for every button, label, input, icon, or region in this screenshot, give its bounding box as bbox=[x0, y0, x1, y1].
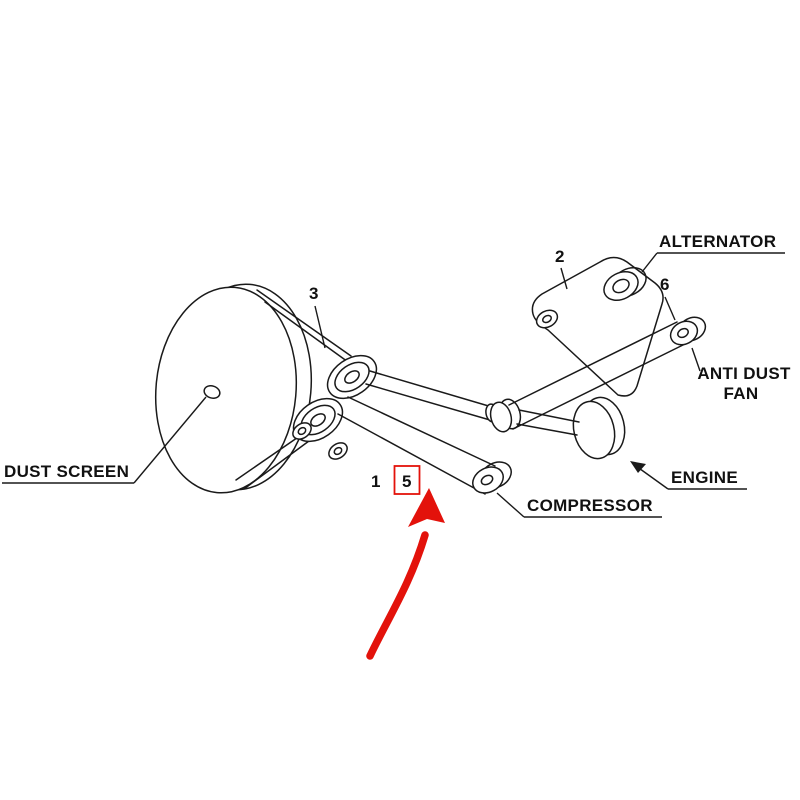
callout-5: 5 bbox=[402, 472, 411, 491]
pulley-cluster bbox=[292, 354, 378, 460]
line-art bbox=[154, 256, 707, 495]
callout-6-leader bbox=[664, 296, 676, 321]
alternator-pulley bbox=[535, 266, 647, 329]
belt-5-top bbox=[347, 396, 496, 467]
alternator-pulley-face bbox=[603, 270, 639, 302]
drive-shaft-bottom bbox=[365, 383, 491, 421]
red-arrow-head bbox=[408, 488, 445, 527]
fan-pulley-face bbox=[669, 320, 699, 346]
dust-screen-leader bbox=[133, 396, 207, 484]
fan-pulley-hub bbox=[677, 327, 689, 339]
fan-pulley bbox=[669, 316, 707, 346]
drive-shaft-top bbox=[369, 370, 493, 408]
belt-3-top-outer bbox=[256, 289, 352, 357]
belt-6 bbox=[508, 321, 686, 430]
callout-3-leader bbox=[314, 305, 326, 349]
callout-1: 1 bbox=[371, 472, 380, 491]
engine-pulley bbox=[572, 396, 626, 460]
leader-lines bbox=[2, 252, 785, 518]
label-alternator: ALTERNATOR bbox=[659, 232, 776, 251]
bracket-hole bbox=[535, 309, 559, 329]
anti-dust-fan-leader bbox=[691, 347, 701, 372]
alternator-bracket-plate bbox=[531, 256, 664, 397]
belt-5 bbox=[337, 396, 496, 495]
mount-bolt-left-hole bbox=[297, 426, 307, 436]
label-engine: ENGINE bbox=[671, 468, 738, 487]
callout-2-leader bbox=[560, 267, 568, 290]
upper-pulley-hub bbox=[344, 370, 360, 384]
engine-leader bbox=[635, 465, 669, 490]
label-dust-screen: DUST SCREEN bbox=[4, 462, 129, 481]
idler-shaft-bottom bbox=[516, 423, 578, 436]
alternator-bracket bbox=[531, 256, 664, 397]
dust-screen-disk bbox=[154, 283, 313, 494]
mount-bolt-left bbox=[292, 422, 312, 440]
belt-3-top-inner bbox=[264, 301, 356, 368]
idler-pulley-front bbox=[489, 401, 513, 433]
compressor-leader bbox=[496, 492, 525, 518]
idler-shaft-top bbox=[518, 409, 580, 423]
alternator-leader bbox=[641, 252, 658, 273]
text-labels: DUST SCREEN COMPRESSOR ENGINE ALTERNATOR… bbox=[4, 232, 791, 515]
label-compressor: COMPRESSOR bbox=[527, 496, 653, 515]
belt-3-bottom-inner bbox=[235, 430, 308, 481]
callout-2: 2 bbox=[555, 247, 564, 266]
upper-pulley-outer bbox=[326, 354, 378, 400]
bracket-hole-center bbox=[542, 314, 552, 324]
mount-bolt-right bbox=[328, 442, 348, 460]
label-anti-dust-line1: ANTI DUST bbox=[697, 364, 791, 383]
callout-6: 6 bbox=[660, 275, 669, 294]
dust-screen-face bbox=[154, 286, 298, 494]
engine-leader-arrowhead bbox=[630, 461, 646, 473]
compressor-pulley-hub bbox=[480, 474, 494, 486]
red-highlights bbox=[366, 465, 445, 660]
label-anti-dust-line2: FAN bbox=[724, 384, 759, 403]
red-arrow-shaft bbox=[366, 531, 429, 660]
belt-5-bottom bbox=[337, 413, 486, 495]
callout-3: 3 bbox=[309, 284, 318, 303]
belt-3 bbox=[235, 289, 356, 490]
lower-pulley-hub bbox=[310, 413, 326, 427]
belt-6-top bbox=[508, 321, 678, 406]
highlight-box-part-5 bbox=[393, 465, 421, 495]
dust-screen-hub-dot bbox=[203, 385, 221, 399]
compressor-pulley-face bbox=[472, 466, 504, 494]
upper-pulley-ring bbox=[334, 361, 370, 393]
alternator-pulley-hub bbox=[612, 278, 630, 294]
belt-3-bottom-outer bbox=[243, 437, 314, 490]
mount-bolt-right-hole bbox=[333, 446, 343, 456]
belt-6-bottom bbox=[512, 343, 686, 430]
compressor-pulley bbox=[472, 461, 512, 494]
